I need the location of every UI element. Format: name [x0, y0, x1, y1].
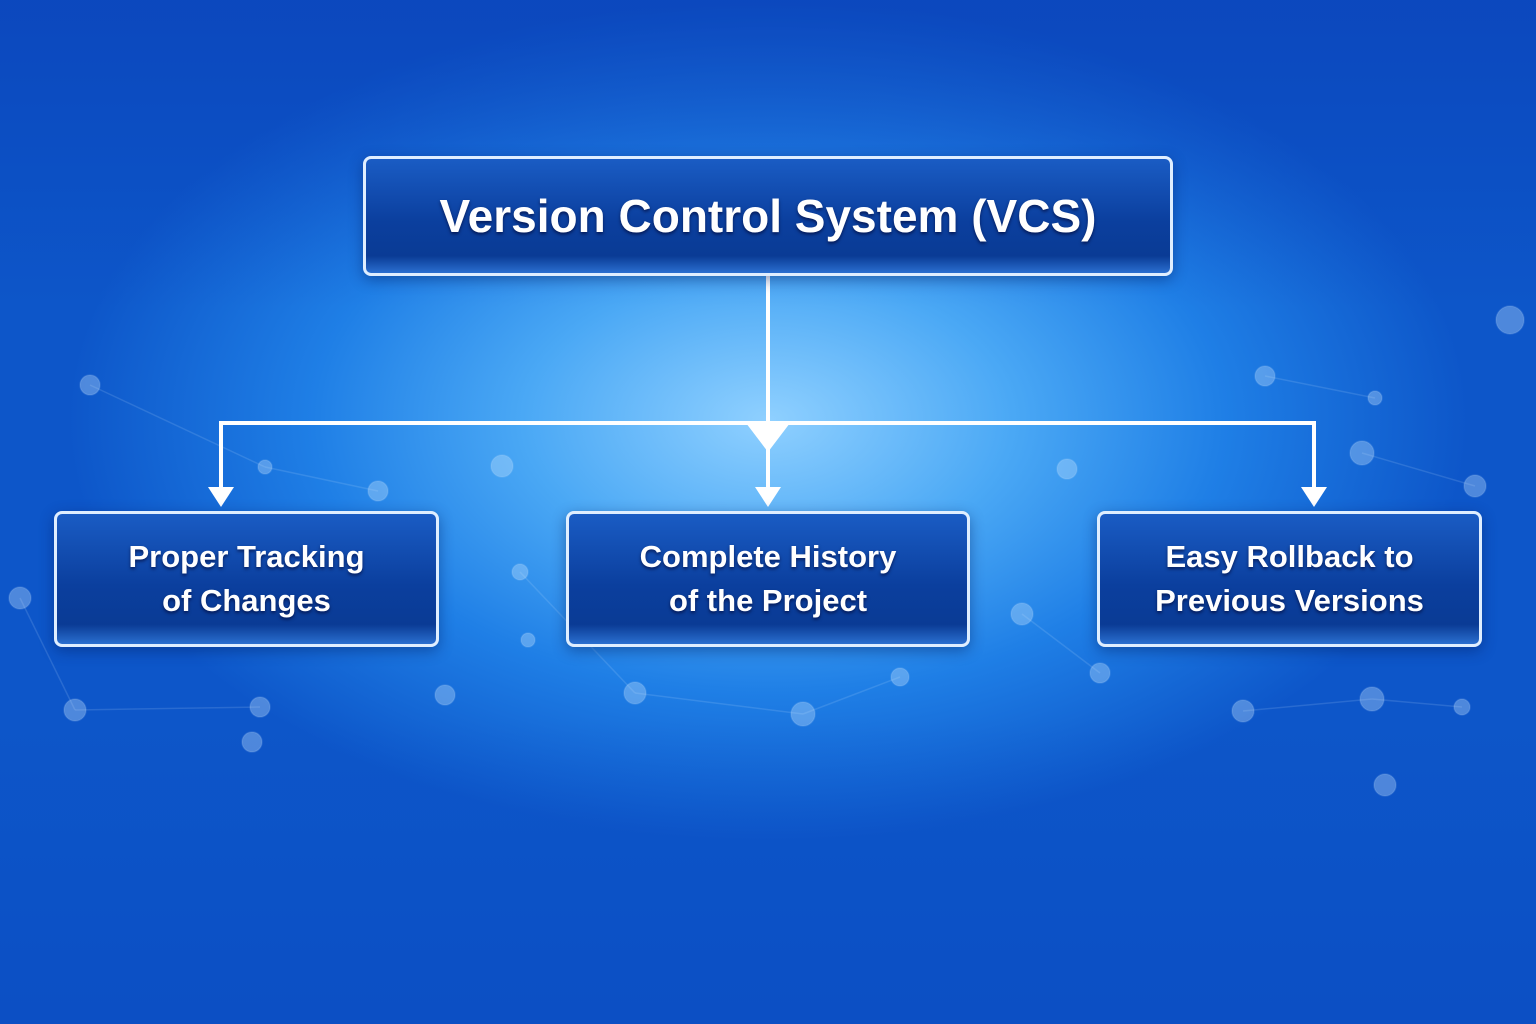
node-label-line2: of Changes: [162, 583, 331, 618]
arrow-down-icon: [208, 487, 234, 507]
node-label-line1: Proper Tracking: [128, 539, 365, 574]
child-node-rollback: Easy Rollback to Previous Versions: [1097, 511, 1482, 647]
node-label-line2: of the Project: [668, 583, 868, 618]
arrow-down-icon: [755, 487, 781, 507]
arrow-down-icon: [1301, 487, 1327, 507]
root-node-label: Version Control System (VCS): [439, 190, 1097, 242]
node-label-line2: Previous Versions: [1155, 583, 1424, 618]
node-label-line1: Complete History: [639, 539, 897, 574]
child-node-tracking: Proper Tracking of Changes: [54, 511, 439, 647]
junction-arrow-icon: [746, 423, 790, 452]
child-node-history: Complete History of the Project: [566, 511, 970, 647]
root-node-vcs: Version Control System (VCS): [363, 156, 1173, 276]
node-label-line1: Easy Rollback to: [1165, 539, 1414, 574]
